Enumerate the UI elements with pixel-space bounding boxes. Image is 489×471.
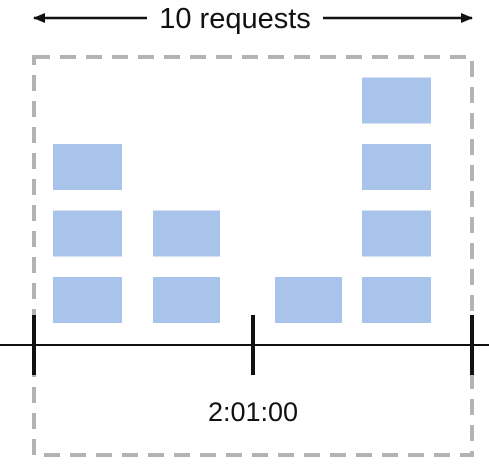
request-block: [362, 210, 431, 257]
time-label: 2:01:00: [208, 397, 298, 427]
request-block: [153, 210, 220, 257]
request-block: [362, 277, 431, 323]
request-block: [362, 77, 431, 124]
request-block: [53, 277, 122, 323]
request-block: [275, 277, 342, 323]
request-block: [362, 144, 431, 190]
request-block: [153, 277, 220, 323]
window-border: [32, 55, 474, 457]
request-blocks: [53, 77, 431, 323]
request-block: [53, 210, 122, 257]
width-label: 10 requests: [159, 3, 311, 35]
request-block: [53, 144, 122, 190]
